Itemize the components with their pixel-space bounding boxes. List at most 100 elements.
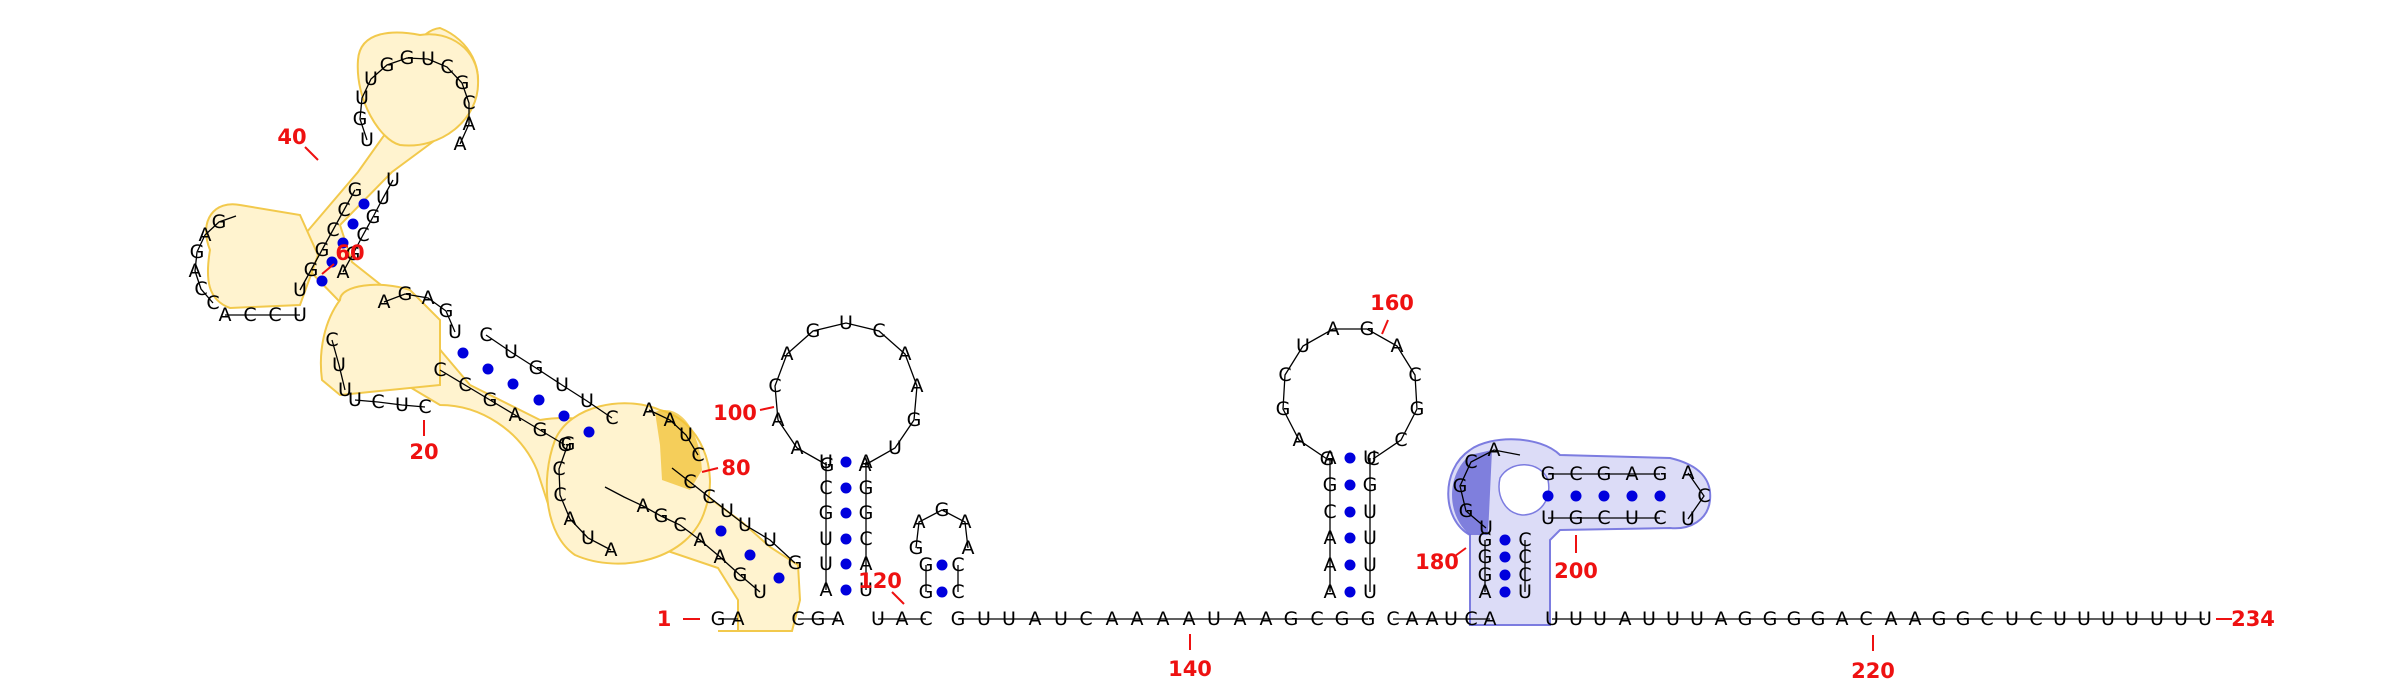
position-tick-100 <box>759 406 775 411</box>
nucleotide-61: G <box>733 564 748 586</box>
nucleotide-120: C <box>326 219 339 241</box>
base-pair-25 <box>1344 532 1356 544</box>
backbone-hairpin4-loop <box>1282 328 1418 460</box>
position-label-140: 140 <box>1168 657 1212 681</box>
position-label-20: 20 <box>409 440 438 464</box>
nucleotide-180: A <box>1324 447 1337 469</box>
base-pair-23 <box>1344 586 1356 598</box>
nucleotide-206: C <box>1518 529 1531 551</box>
nucleotide-207: U <box>1479 517 1493 539</box>
nucleotide-176: A <box>1324 554 1337 576</box>
nucleotide-124: G <box>346 243 361 265</box>
nucleotide-5: A <box>832 608 845 630</box>
nucleotide-208: G <box>1459 500 1474 522</box>
nucleotide-110: G <box>190 241 205 263</box>
nucleotide-122: G <box>348 179 363 201</box>
base-pair-15 <box>840 584 852 596</box>
nucleotide-18: A <box>1183 608 1196 630</box>
base-pair-37 <box>1654 490 1666 502</box>
nucleotide-88: C <box>433 359 446 381</box>
nucleotide-155: A <box>772 409 785 431</box>
nucleotide-99: U <box>338 379 352 401</box>
base-pair-29 <box>1499 586 1511 598</box>
nucleotide-108: C <box>194 278 207 300</box>
nucleotide-194: A <box>1391 335 1404 357</box>
motif-yellow-interior-loop <box>319 283 441 397</box>
position-labels: 1 20 40 60 80 100 120 140 160 180 200 22… <box>277 125 2275 683</box>
nucleotide-32: U <box>1545 608 1559 630</box>
nucleotide-92: G <box>529 357 544 379</box>
backbone-yellow-stem2-b <box>485 334 613 419</box>
nucleotide-157: A <box>781 343 794 365</box>
motif-yellow-hairpin1 <box>356 31 480 147</box>
nucleotide-24: G <box>1335 608 1350 630</box>
nucleotide-123: A <box>337 261 350 283</box>
nucleotide-70: U <box>720 500 734 522</box>
nucleotide-46: A <box>1885 608 1898 630</box>
nucleotide-139: A <box>463 113 476 135</box>
nucleotide-217: U <box>1541 507 1555 529</box>
backbone-yellow-big-loop-left <box>558 443 612 551</box>
nucleotide-114: C <box>243 304 256 326</box>
nucleotide-171: A <box>913 511 926 533</box>
nucleotide-15: A <box>1106 608 1119 630</box>
nucleotide-209: G <box>1453 475 1468 497</box>
nucleotide-146: U <box>819 451 833 473</box>
nucleotide-96: U <box>395 394 409 416</box>
nucleotide-182: U <box>1363 554 1377 576</box>
backbone-yellow-stem1-b <box>342 179 394 273</box>
base-pair-18 <box>840 507 852 519</box>
nucleotide-152: A <box>860 451 873 473</box>
position-tick-40 <box>304 146 319 161</box>
base-pair-6 <box>533 394 545 406</box>
nucleotide-53: U <box>2053 608 2067 630</box>
motif-yellow <box>205 26 802 632</box>
nucleotide-38: U <box>1690 608 1704 630</box>
nucleotide-73: A <box>605 539 618 561</box>
nucleotide-159: U <box>839 312 853 334</box>
nucleotide-144: G <box>819 502 834 524</box>
nucleotide-106: U <box>448 321 462 343</box>
nucleotide-136: C <box>440 56 453 78</box>
nucleotide-166: G <box>919 581 934 603</box>
nucleotide-214: G <box>1597 463 1612 485</box>
backbone-yellow-stem2-a <box>439 369 566 446</box>
nucleotide-216: G <box>1653 463 1668 485</box>
position-label-160: 160 <box>1370 291 1414 315</box>
nucleotide-191: U <box>1296 335 1310 357</box>
nucleotide-48: G <box>1932 608 1947 630</box>
backbone-yellow-bottom-strand <box>354 399 426 408</box>
nucleotide-201: G <box>1478 546 1493 568</box>
nucleotide-169: C <box>951 554 964 576</box>
motif-blue-highlight <box>1452 450 1492 535</box>
nucleotide-74: U <box>581 527 595 549</box>
nucleotide-172: G <box>935 499 950 521</box>
nucleotide-156: C <box>768 375 781 397</box>
backbone-lines <box>194 57 2205 620</box>
nucleotide-127: U <box>376 187 390 209</box>
backbone-yellow-outer-a <box>604 486 761 593</box>
nucleotide-195: C <box>1408 364 1421 386</box>
nucleotide-75: A <box>564 508 577 530</box>
nucleotide-57: U <box>2150 608 2164 630</box>
base-pair-14 <box>358 198 370 210</box>
nucleotide-211: A <box>1488 439 1501 461</box>
nucleotide-43: G <box>1811 608 1826 630</box>
nucleotide-79: A <box>643 399 656 421</box>
nucleotide-56: U <box>2125 608 2139 630</box>
nucleotide-134: G <box>400 47 415 69</box>
nucleotide-85: A <box>509 404 522 426</box>
nucleotide-60: U <box>753 581 767 603</box>
nucleotide-132: U <box>364 68 378 90</box>
nucleotide-179: G <box>1323 474 1338 496</box>
nucleotide-51: U <box>2005 608 2019 630</box>
base-pair-9 <box>457 347 469 359</box>
nucleotide-203: U <box>1518 581 1532 603</box>
nucleotide-165: A <box>859 454 872 476</box>
nucleotide-98: U <box>348 389 362 411</box>
nucleotide-72: C <box>683 471 696 493</box>
base-pair-1 <box>773 572 785 584</box>
base-pair-5 <box>558 410 570 422</box>
base-pair-12 <box>337 237 349 249</box>
nucleotide-33: U <box>1569 608 1583 630</box>
